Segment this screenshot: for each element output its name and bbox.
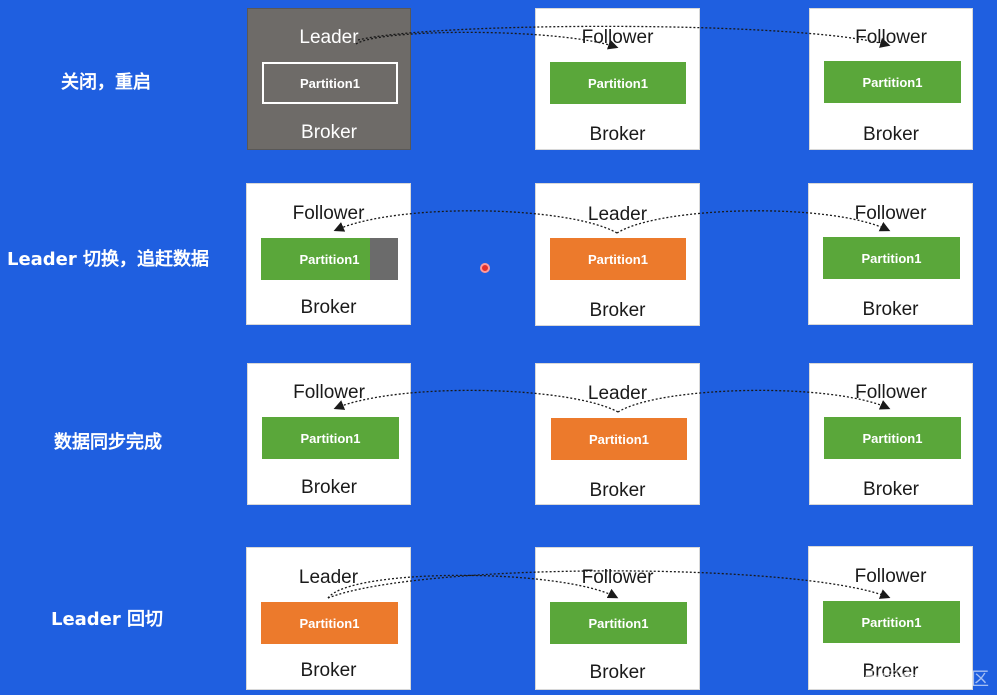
partition-label: Partition1 [861, 250, 922, 266]
partition-block: Partition1 [551, 418, 687, 460]
broker-label: Broker [301, 477, 357, 498]
broker-box: Follower Partition1 Broker [246, 183, 411, 325]
partition-block: Partition1 [824, 417, 961, 459]
partition-block: Partition1 [550, 62, 686, 104]
row-label-sync-complete: 数据同步完成 [54, 432, 162, 453]
role-label: Follower [855, 382, 927, 403]
lag-segment [370, 238, 398, 280]
row-label-leader-switch-back: Leader 回切 [50, 609, 164, 630]
broker-box: Leader Partition1 Broker [247, 8, 411, 150]
partition-label: Partition1 [588, 615, 649, 631]
partition-label: Partition1 [861, 614, 922, 630]
partition-block: Partition1 [262, 62, 398, 104]
broker-label: Broker [301, 122, 357, 143]
row-label-leader-switch: Leader 切换，追赶数据 [6, 249, 210, 270]
broker-label: Broker [589, 124, 646, 145]
partition-label: Partition1 [299, 251, 360, 267]
row-label-restart: 关闭，重启 [61, 72, 151, 93]
partition-label: Partition1 [300, 75, 360, 91]
role-label: Follower [855, 27, 927, 48]
role-label: Leader [587, 204, 648, 225]
partition-block: Partition1 [824, 61, 961, 103]
partition-block: Partition1 [823, 601, 960, 643]
role-label: Follower [854, 566, 927, 587]
broker-label: Broker [300, 660, 357, 681]
broker-box: Leader Partition1 Broker [246, 547, 411, 690]
partition-block: Partition1 [550, 238, 686, 280]
partition-label: Partition1 [299, 615, 360, 631]
broker-box: Follower Partition1 Broker [808, 183, 973, 325]
broker-label: Broker [863, 479, 919, 500]
role-label: Leader [299, 27, 359, 48]
role-label: Follower [292, 203, 365, 224]
watermark: @稀土掘金技术社区 [827, 669, 989, 690]
broker-box: Leader Partition1 Broker [535, 183, 700, 326]
broker-label: Broker [862, 661, 919, 682]
partition-block: Partition1 [550, 602, 687, 644]
role-label: Follower [854, 203, 927, 224]
role-label: Follower [581, 567, 654, 588]
broker-box: Follower Partition1 Broker [808, 546, 973, 690]
partition-label: Partition1 [300, 430, 361, 446]
broker-label: Broker [862, 299, 919, 320]
broker-label: Broker [589, 662, 646, 683]
role-label: Leader [587, 383, 648, 404]
partition-label: Partition1 [862, 430, 923, 446]
partition-label: Partition1 [589, 431, 649, 447]
role-label: Follower [581, 27, 654, 48]
broker-box: Follower Partition1 Broker [535, 547, 700, 690]
broker-label: Broker [589, 480, 646, 501]
partition-label: Partition1 [588, 75, 648, 91]
broker-label: Broker [589, 300, 646, 321]
partition-block: Partition1 [261, 238, 398, 280]
role-label: Follower [293, 382, 365, 403]
partition-label: Partition1 [862, 74, 923, 90]
broker-box: Follower Partition1 Broker [809, 363, 973, 505]
broker-label: Broker [863, 124, 919, 145]
broker-box: Follower Partition1 Broker [247, 363, 411, 505]
partition-block: Partition1 [823, 237, 960, 279]
partition-label: Partition1 [588, 251, 648, 267]
broker-label: Broker [300, 297, 357, 318]
broker-box: Follower Partition1 Broker [809, 8, 973, 150]
partition-block: Partition1 [262, 417, 399, 459]
role-label: Leader [298, 567, 359, 588]
broker-box: Follower Partition1 Broker [535, 8, 700, 150]
cursor-pointer-dot [480, 263, 490, 273]
broker-box: Leader Partition1 Broker [535, 363, 700, 505]
partition-block: Partition1 [261, 602, 398, 644]
